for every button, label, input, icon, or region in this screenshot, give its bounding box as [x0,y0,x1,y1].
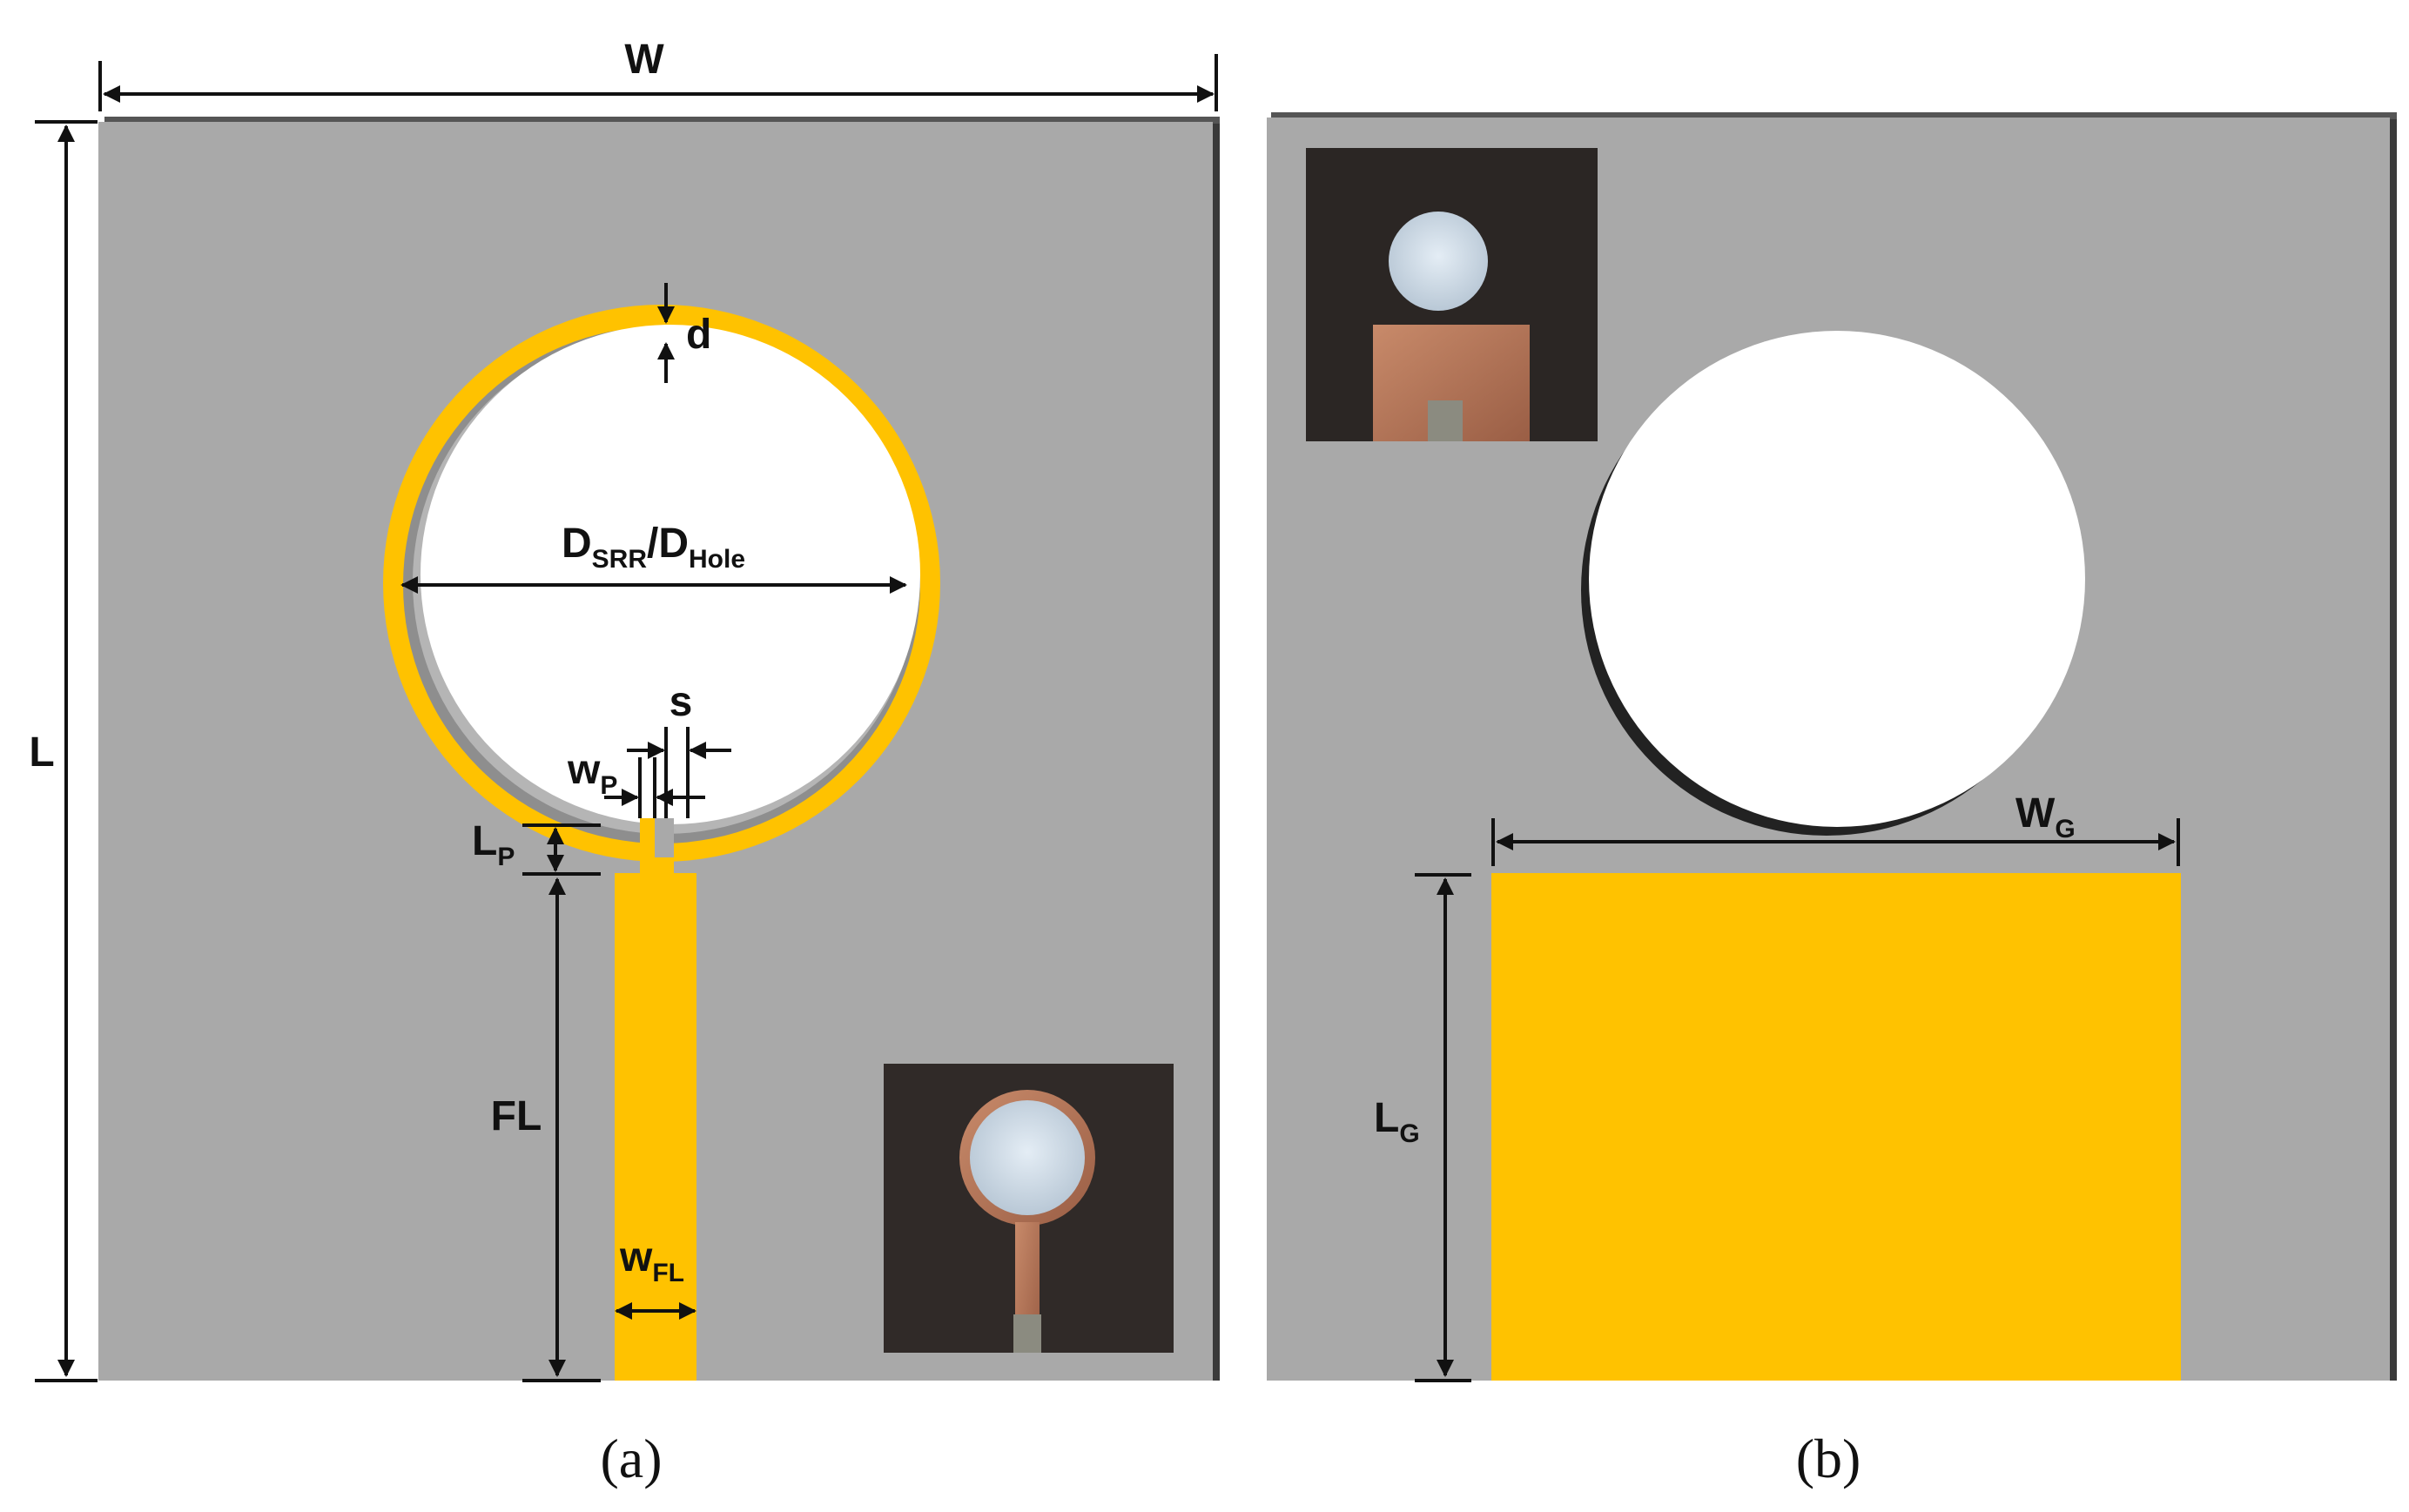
label-D-main: D [562,521,592,567]
caption-a: (a) [600,1428,662,1489]
label-D-sub-hole: Hole [689,545,745,574]
label-wFL: wFL [619,1234,684,1287]
inset-back-hole [1389,212,1488,311]
inset-front-hole [970,1100,1085,1215]
label-WG-sub: G [2055,815,2075,843]
ground-plane [1491,873,2181,1381]
feed-line [615,873,696,1381]
panel-a: W L d DSRR/DHole s wP LP [29,37,1220,1382]
panel-b-board-edge-right [2388,116,2397,1381]
label-wP-sub: P [600,771,617,800]
label-D-srr-hole: DSRR/DHole [562,521,745,574]
label-LP: LP [472,818,515,871]
label-wFL-sub: FL [652,1259,684,1287]
inset-front-connector [1013,1314,1041,1353]
label-wP-main: w [567,747,601,793]
label-FL: FL [491,1093,542,1139]
label-L: L [29,729,54,776]
caption-b: (b) [1796,1428,1861,1489]
label-wP: wP [567,747,617,800]
label-WG-main: W [2015,790,2056,837]
inset-photo-front [884,1064,1174,1353]
label-LG-main: L [1374,1095,1399,1141]
label-W: W [624,37,664,83]
panel-b-board-edge-top [1271,112,2397,119]
feed-stub [655,857,674,875]
label-d: d [686,312,711,358]
panel-a-board-edge-top [104,117,1220,124]
label-LP-sub: P [497,843,515,871]
label-s: s [670,679,693,725]
label-wFL-main: w [619,1234,653,1280]
label-D-sub-srr: SRR [592,545,648,574]
label-LP-main: L [472,818,497,864]
inset-photo-back [1306,148,1598,441]
label-D-slash: /D [647,521,689,567]
label-WG: WG [2015,790,2076,843]
ground-hole [1589,331,2085,827]
panel-a-board-edge-right [1212,118,1220,1381]
label-LG-sub: G [1399,1119,1419,1148]
inset-back-connector [1428,400,1463,441]
substrate-hole [421,325,920,824]
panel-b: WG LG [1267,112,2397,1382]
label-LG: LG [1374,1095,1420,1148]
feed-stub-left [640,818,655,875]
